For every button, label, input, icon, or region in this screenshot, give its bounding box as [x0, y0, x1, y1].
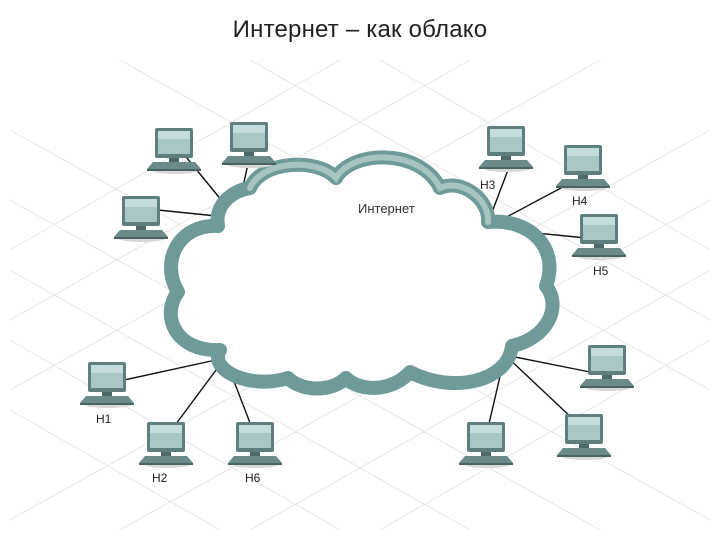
slide-title: Интернет – как облако: [232, 16, 488, 43]
computer-icon: [556, 145, 610, 191]
host-label-h6: H6: [245, 471, 261, 485]
internet-cloud: [163, 150, 560, 396]
computer-icon: [228, 422, 282, 468]
computer-icon: [80, 362, 134, 408]
computer-icon: [222, 122, 276, 168]
host-label-h2: H2: [152, 471, 168, 485]
cloud-label: Интернет: [358, 201, 415, 216]
computer-icon: [459, 422, 513, 468]
computer-icon: [139, 422, 193, 468]
computer-icon: [479, 126, 533, 172]
computer-icon: [580, 345, 634, 391]
host-label-h3: H3: [480, 178, 496, 192]
computer-icon: [557, 414, 611, 460]
host-label-h4: H4: [572, 194, 588, 208]
host-label-h1: H1: [96, 412, 112, 426]
host-label-h5: H5: [593, 264, 609, 278]
computer-icon: [572, 214, 626, 260]
computer-icon: [147, 128, 201, 174]
computer-icon: [114, 196, 168, 242]
